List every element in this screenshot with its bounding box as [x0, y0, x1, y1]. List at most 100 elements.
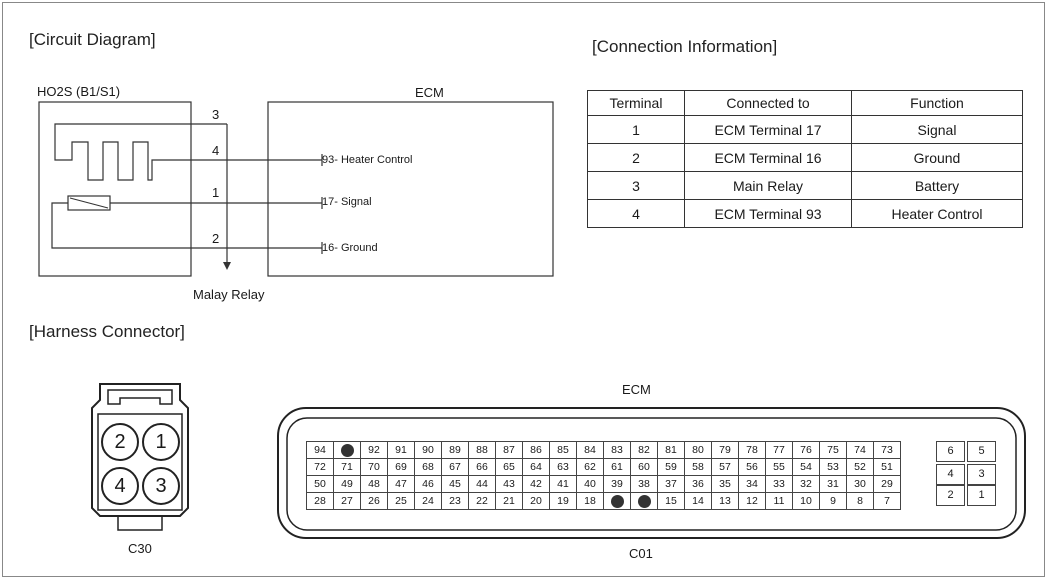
ecm-pin: 81	[657, 441, 685, 459]
c30-label: C30	[128, 541, 152, 556]
harness-connector-heading: [Harness Connector]	[29, 322, 185, 341]
terminal-cell: 2	[587, 143, 685, 172]
ecm-pin-filled	[603, 492, 631, 510]
circuit-diagram	[38, 101, 554, 277]
ecm-pin: 63	[549, 458, 577, 476]
table-header-row: Terminal Connected to Function	[587, 90, 1023, 116]
c01-label: C01	[629, 546, 653, 561]
ecm-pin: 37	[657, 475, 685, 493]
ecm-terminal-17: 17- Signal	[322, 196, 372, 208]
ecm-pin: 39	[603, 475, 631, 493]
ecm-pin: 74	[846, 441, 874, 459]
c30-connector	[91, 383, 189, 531]
ecm-pin: 92	[360, 441, 388, 459]
ecm-pin: 38	[630, 475, 658, 493]
ecm-pin: 79	[711, 441, 739, 459]
pin-2-label: 2	[212, 231, 220, 246]
ecm-pin: 70	[360, 458, 388, 476]
ecm-pin: 53	[819, 458, 847, 476]
pin-4-label: 4	[212, 143, 220, 158]
ecm-pin: 30	[846, 475, 874, 493]
ecm-pin: 12	[738, 492, 766, 510]
ecm-pin: 87	[495, 441, 523, 459]
ecm-pin: 72	[306, 458, 334, 476]
ecm-pin: 1	[967, 485, 996, 506]
function-cell: Signal	[851, 115, 1023, 144]
ecm-pin: 56	[738, 458, 766, 476]
ecm-pin: 91	[387, 441, 415, 459]
ecm-pin: 21	[495, 492, 523, 510]
ecm-pin: 43	[495, 475, 523, 493]
table-row: 1 ECM Terminal 17 Signal	[587, 115, 1023, 144]
ecm-pin: 47	[387, 475, 415, 493]
ecm-pin: 64	[522, 458, 550, 476]
ecm-pin: 15	[657, 492, 685, 510]
relay-arrow	[223, 262, 231, 270]
ecm-pin: 10	[792, 492, 820, 510]
ecm-pin: 73	[873, 441, 901, 459]
ecm-pin: 61	[603, 458, 631, 476]
heater-wire	[54, 123, 322, 181]
connected-to-cell: ECM Terminal 17	[684, 115, 852, 144]
ecm-pin: 4	[936, 464, 965, 485]
connection-info-heading: [Connection Information]	[592, 37, 778, 56]
ecm-connector-title: ECM	[622, 382, 651, 397]
ecm-pin: 18	[576, 492, 604, 510]
ecm-pin: 59	[657, 458, 685, 476]
ecm-pin-filled	[333, 441, 361, 459]
ecm-pin: 28	[306, 492, 334, 510]
ecm-pin: 57	[711, 458, 739, 476]
ecm-pin: 20	[522, 492, 550, 510]
ground-wire	[51, 202, 322, 249]
ecm-pin: 35	[711, 475, 739, 493]
ecm-pin: 26	[360, 492, 388, 510]
relay-label: Malay Relay	[193, 287, 265, 302]
ecm-pin: 62	[576, 458, 604, 476]
header-connected-to: Connected to	[684, 90, 852, 116]
ecm-box	[267, 101, 554, 277]
ecm-pin: 71	[333, 458, 361, 476]
ecm-pin: 90	[414, 441, 442, 459]
ecm-pin: 34	[738, 475, 766, 493]
ecm-terminal-93: 93- Heater Control	[322, 154, 413, 166]
ecm-pin: 58	[684, 458, 712, 476]
ecm-pin: 54	[792, 458, 820, 476]
ecm-pin: 65	[495, 458, 523, 476]
ecm-pin: 89	[441, 441, 469, 459]
c30-pin: 2	[101, 423, 139, 461]
ecm-pin: 46	[414, 475, 442, 493]
function-cell: Battery	[851, 171, 1023, 200]
ecm-pin: 85	[549, 441, 577, 459]
ecm-pin: 83	[603, 441, 631, 459]
ecm-pin: 66	[468, 458, 496, 476]
ecm-pin: 69	[387, 458, 415, 476]
c30-pin: 1	[142, 423, 180, 461]
ho2s-label: HO2S (B1/S1)	[37, 84, 121, 99]
ecm-pin: 80	[684, 441, 712, 459]
connected-to-cell: ECM Terminal 16	[684, 143, 852, 172]
ecm-pin: 8	[846, 492, 874, 510]
ecm-pin: 41	[549, 475, 577, 493]
terminal-cell: 3	[587, 171, 685, 200]
ecm-pin: 24	[414, 492, 442, 510]
ecm-pin: 44	[468, 475, 496, 493]
ecm-label: ECM	[415, 85, 444, 100]
ecm-pin: 40	[576, 475, 604, 493]
ecm-pin: 11	[765, 492, 793, 510]
function-cell: Heater Control	[851, 199, 1023, 228]
ecm-pin: 7	[873, 492, 901, 510]
ecm-pin: 52	[846, 458, 874, 476]
ecm-pin: 82	[630, 441, 658, 459]
ecm-pin: 45	[441, 475, 469, 493]
ecm-pin: 33	[765, 475, 793, 493]
c30-pin: 4	[101, 467, 139, 505]
ecm-pin: 25	[387, 492, 415, 510]
ecm-pin: 14	[684, 492, 712, 510]
ecm-pin: 50	[306, 475, 334, 493]
terminal-cell: 4	[587, 199, 685, 228]
ecm-pin: 76	[792, 441, 820, 459]
